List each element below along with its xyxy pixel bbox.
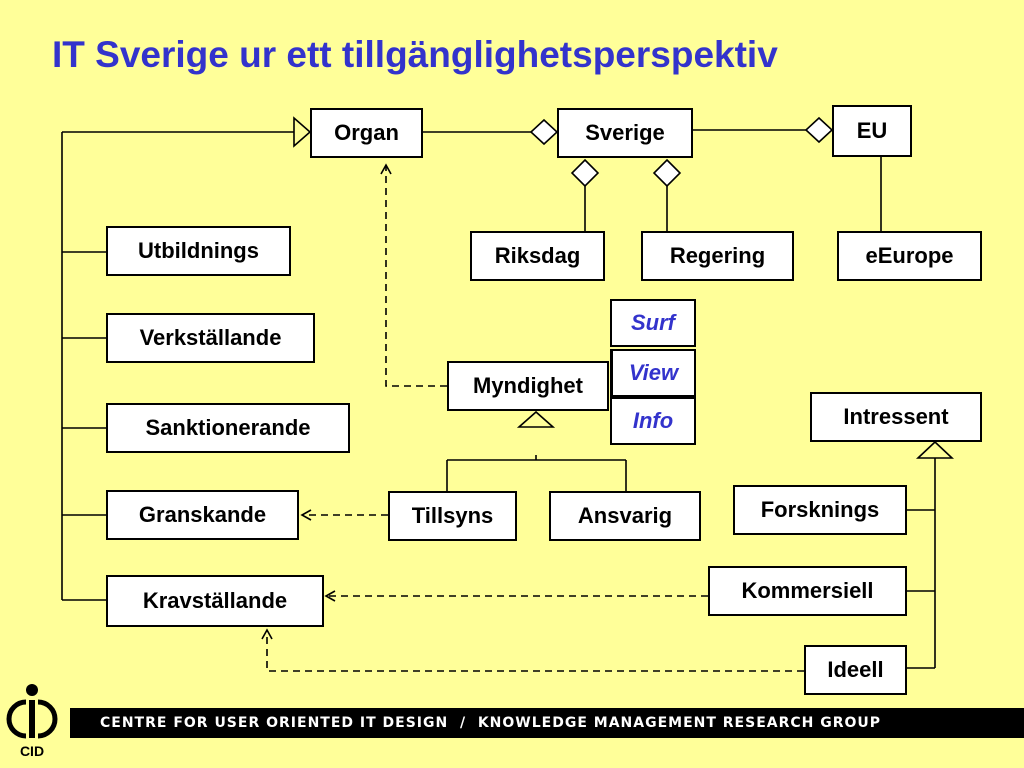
box-granskande: Granskande — [106, 490, 299, 540]
box-sverige: Sverige — [557, 108, 693, 158]
box-eu: EU — [832, 105, 912, 157]
generalization-triangle-myndighet — [516, 410, 556, 428]
dependency-ideell-kravstallande — [261, 628, 804, 672]
box-ideell: Ideell — [804, 645, 907, 695]
dependency-myndighet-organ — [380, 163, 447, 387]
box-verkstallande: Verkställande — [106, 313, 315, 363]
box-forsknings: Forsknings — [733, 485, 907, 535]
box-intressent: Intressent — [810, 392, 982, 442]
logo-text: CID — [20, 743, 44, 759]
box-regering: Regering — [641, 231, 794, 281]
box-tillsyns: Tillsyns — [388, 491, 517, 541]
box-eeurope: eEurope — [837, 231, 982, 281]
page-title: IT Sverige ur ett tillgänglighetsperspek… — [52, 34, 778, 75]
aggregation-diamond-organ-sverige — [529, 118, 559, 146]
aggregation-diamond-riksdag — [570, 158, 600, 188]
logo-right-arc — [37, 699, 58, 739]
box-kravstallande: Kravställande — [106, 575, 324, 627]
box-ansvarig: Ansvarig — [549, 491, 701, 541]
box-sanktionerande: Sanktionerande — [106, 403, 350, 453]
box-kommersiell: Kommersiell — [708, 566, 907, 616]
facet-view: View — [610, 349, 696, 397]
box-utbildnings: Utbildnings — [106, 226, 291, 276]
box-riksdag: Riksdag — [470, 231, 605, 281]
box-myndighet: Myndighet — [447, 361, 609, 411]
generalization-triangle-intressent — [915, 440, 955, 459]
cid-logo: CID — [6, 684, 58, 759]
aggregation-diamond-regering — [652, 158, 682, 188]
aggregation-diamond-sverige-eu — [804, 116, 834, 144]
logo-left-arc — [6, 699, 27, 739]
logo-dot — [26, 684, 38, 696]
footer-text: CENTRE FOR USER ORIENTED IT DESIGN / KNO… — [100, 715, 882, 731]
logo-stem — [29, 700, 35, 738]
facet-info: Info — [610, 397, 696, 445]
generalization-triangle-organ — [293, 116, 312, 148]
footer-bar: CENTRE FOR USER ORIENTED IT DESIGN / KNO… — [70, 708, 1024, 738]
box-organ: Organ — [310, 108, 423, 158]
facet-surf: Surf — [610, 299, 696, 347]
